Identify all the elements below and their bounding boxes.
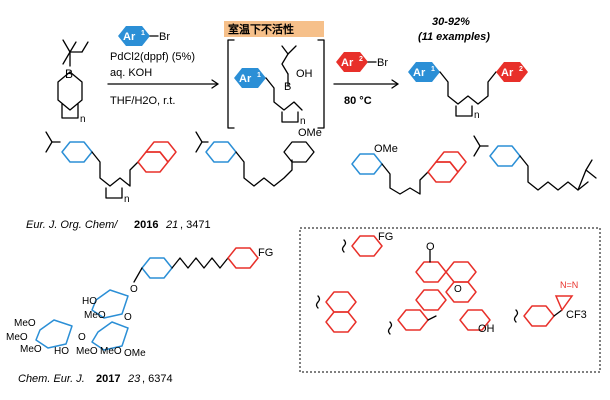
- ar2-label: Ar: [341, 57, 354, 69]
- sugar-o-1: O: [130, 284, 138, 295]
- dotted-box-frame: [299, 227, 601, 373]
- condition-catalyst: PdCl2(dppf) (5%): [110, 51, 195, 63]
- int-oh-label: OH: [296, 68, 313, 80]
- ref2-year: 2017: [96, 373, 120, 385]
- box-fg-label: FG: [378, 231, 393, 243]
- yield-label: 30-92%: [432, 16, 470, 28]
- borane-starting-material: B n: [57, 39, 89, 125]
- sugar-o-3: O: [78, 332, 86, 343]
- prod-ar1-hexagon-icon: [408, 62, 440, 82]
- prod-ar1-sup: 1: [431, 66, 435, 73]
- n-label: n: [80, 114, 86, 125]
- sugar-meo-3: MeO: [6, 332, 28, 343]
- sugar-o-2: O: [124, 312, 132, 323]
- ref1-year: 2016: [134, 219, 158, 231]
- sugar-meo-5: MeO: [76, 346, 98, 357]
- example-4: [473, 135, 597, 191]
- reference-1: Eur. J. Org. Chem/ 2016 21 , 3471: [26, 219, 211, 231]
- sugar-meo-1: MeO: [84, 310, 106, 321]
- ar1-hexagon-icon: [118, 26, 150, 46]
- boron-label: B: [65, 67, 73, 81]
- ref2-vol: 23: [127, 373, 141, 385]
- prod-ar2-sup: 2: [519, 66, 523, 73]
- sugar-ome: OMe: [124, 348, 146, 359]
- examples-label: (11 examples): [418, 31, 490, 43]
- cf3-label: CF3: [566, 309, 587, 321]
- fluor-oh-label: OH: [478, 323, 495, 335]
- conditions-1: PdCl2(dppf) (5%) aq. KOH THF/H2O, r.t.: [107, 51, 219, 107]
- reagent-ar2-br: Ar 2 Br 80 °C: [333, 52, 399, 107]
- sugar-fg-label: FG: [258, 247, 273, 259]
- ar1-int-sup: 1: [257, 72, 261, 79]
- example-2: OMe: [195, 127, 322, 187]
- ref2-journal: Chem. Eur. J.: [18, 373, 85, 385]
- sugar-ho-1: HO: [82, 296, 97, 307]
- sugar-meo-2: MeO: [14, 318, 36, 329]
- ar1-int-hexagon-icon: [234, 68, 266, 88]
- reference-2: Chem. Eur. J. 2017 23 , 6374: [18, 373, 173, 385]
- ar2-sup: 2: [359, 56, 363, 63]
- condition-temp: 80 °C: [344, 95, 372, 107]
- substituent-box: FG O O OH N=N CF3: [299, 227, 601, 373]
- example-1: n: [45, 131, 177, 205]
- ar1-int-label: Ar: [239, 73, 252, 85]
- ex1-n-label: n: [124, 194, 130, 205]
- ref1-page: , 3471: [180, 219, 211, 231]
- int-n-label: n: [300, 116, 306, 127]
- reagent-ar1-br: Ar 1 Br: [118, 26, 170, 46]
- ar2-hexagon-icon: [336, 52, 368, 72]
- intermediate-label-bg: [224, 21, 324, 37]
- intermediate: 室温下不活性 Ar 1 B OH n: [224, 21, 325, 129]
- ar1-label: Ar: [123, 31, 136, 43]
- fluor-o-label: O: [426, 241, 435, 253]
- ref1-vol: 21: [165, 219, 178, 231]
- intermediate-label: 室温下不活性: [228, 22, 294, 36]
- condition-solvent: THF/H2O, r.t.: [110, 95, 175, 107]
- ex3-ome-label: OMe: [374, 143, 398, 155]
- sugar-conjugate: FG O HO MeO O MeO MeO MeO HO MeO MeO OMe…: [6, 247, 273, 359]
- prod-ar2-hexagon-icon: [496, 62, 528, 82]
- br-label-2: Br: [377, 57, 388, 69]
- condition-base: aq. KOH: [110, 67, 152, 79]
- ex2-ome-label: OMe: [298, 127, 322, 139]
- ref2-page: , 6374: [142, 373, 173, 385]
- diazirine-n-label: N=N: [560, 280, 578, 290]
- example-3: OMe: [351, 143, 467, 195]
- prod-ar1-label: Ar: [413, 67, 426, 79]
- sugar-ho-2: HO: [54, 346, 69, 357]
- ar1-sup: 1: [141, 30, 145, 37]
- int-boron-label: B: [284, 81, 291, 93]
- prod-ar2-label: Ar: [501, 67, 514, 79]
- br-label-1: Br: [159, 31, 170, 43]
- product: 30-92% (11 examples) Ar 1 n Ar 2: [408, 16, 528, 121]
- sugar-meo-4: MeO: [20, 344, 42, 355]
- sugar-meo-6: MeO: [100, 346, 122, 357]
- ref1-journal: Eur. J. Org. Chem/: [26, 219, 118, 231]
- fluor-ring-o: O: [454, 284, 462, 295]
- prod-n-label: n: [474, 110, 480, 121]
- wavy-bond-icon: [341, 239, 347, 253]
